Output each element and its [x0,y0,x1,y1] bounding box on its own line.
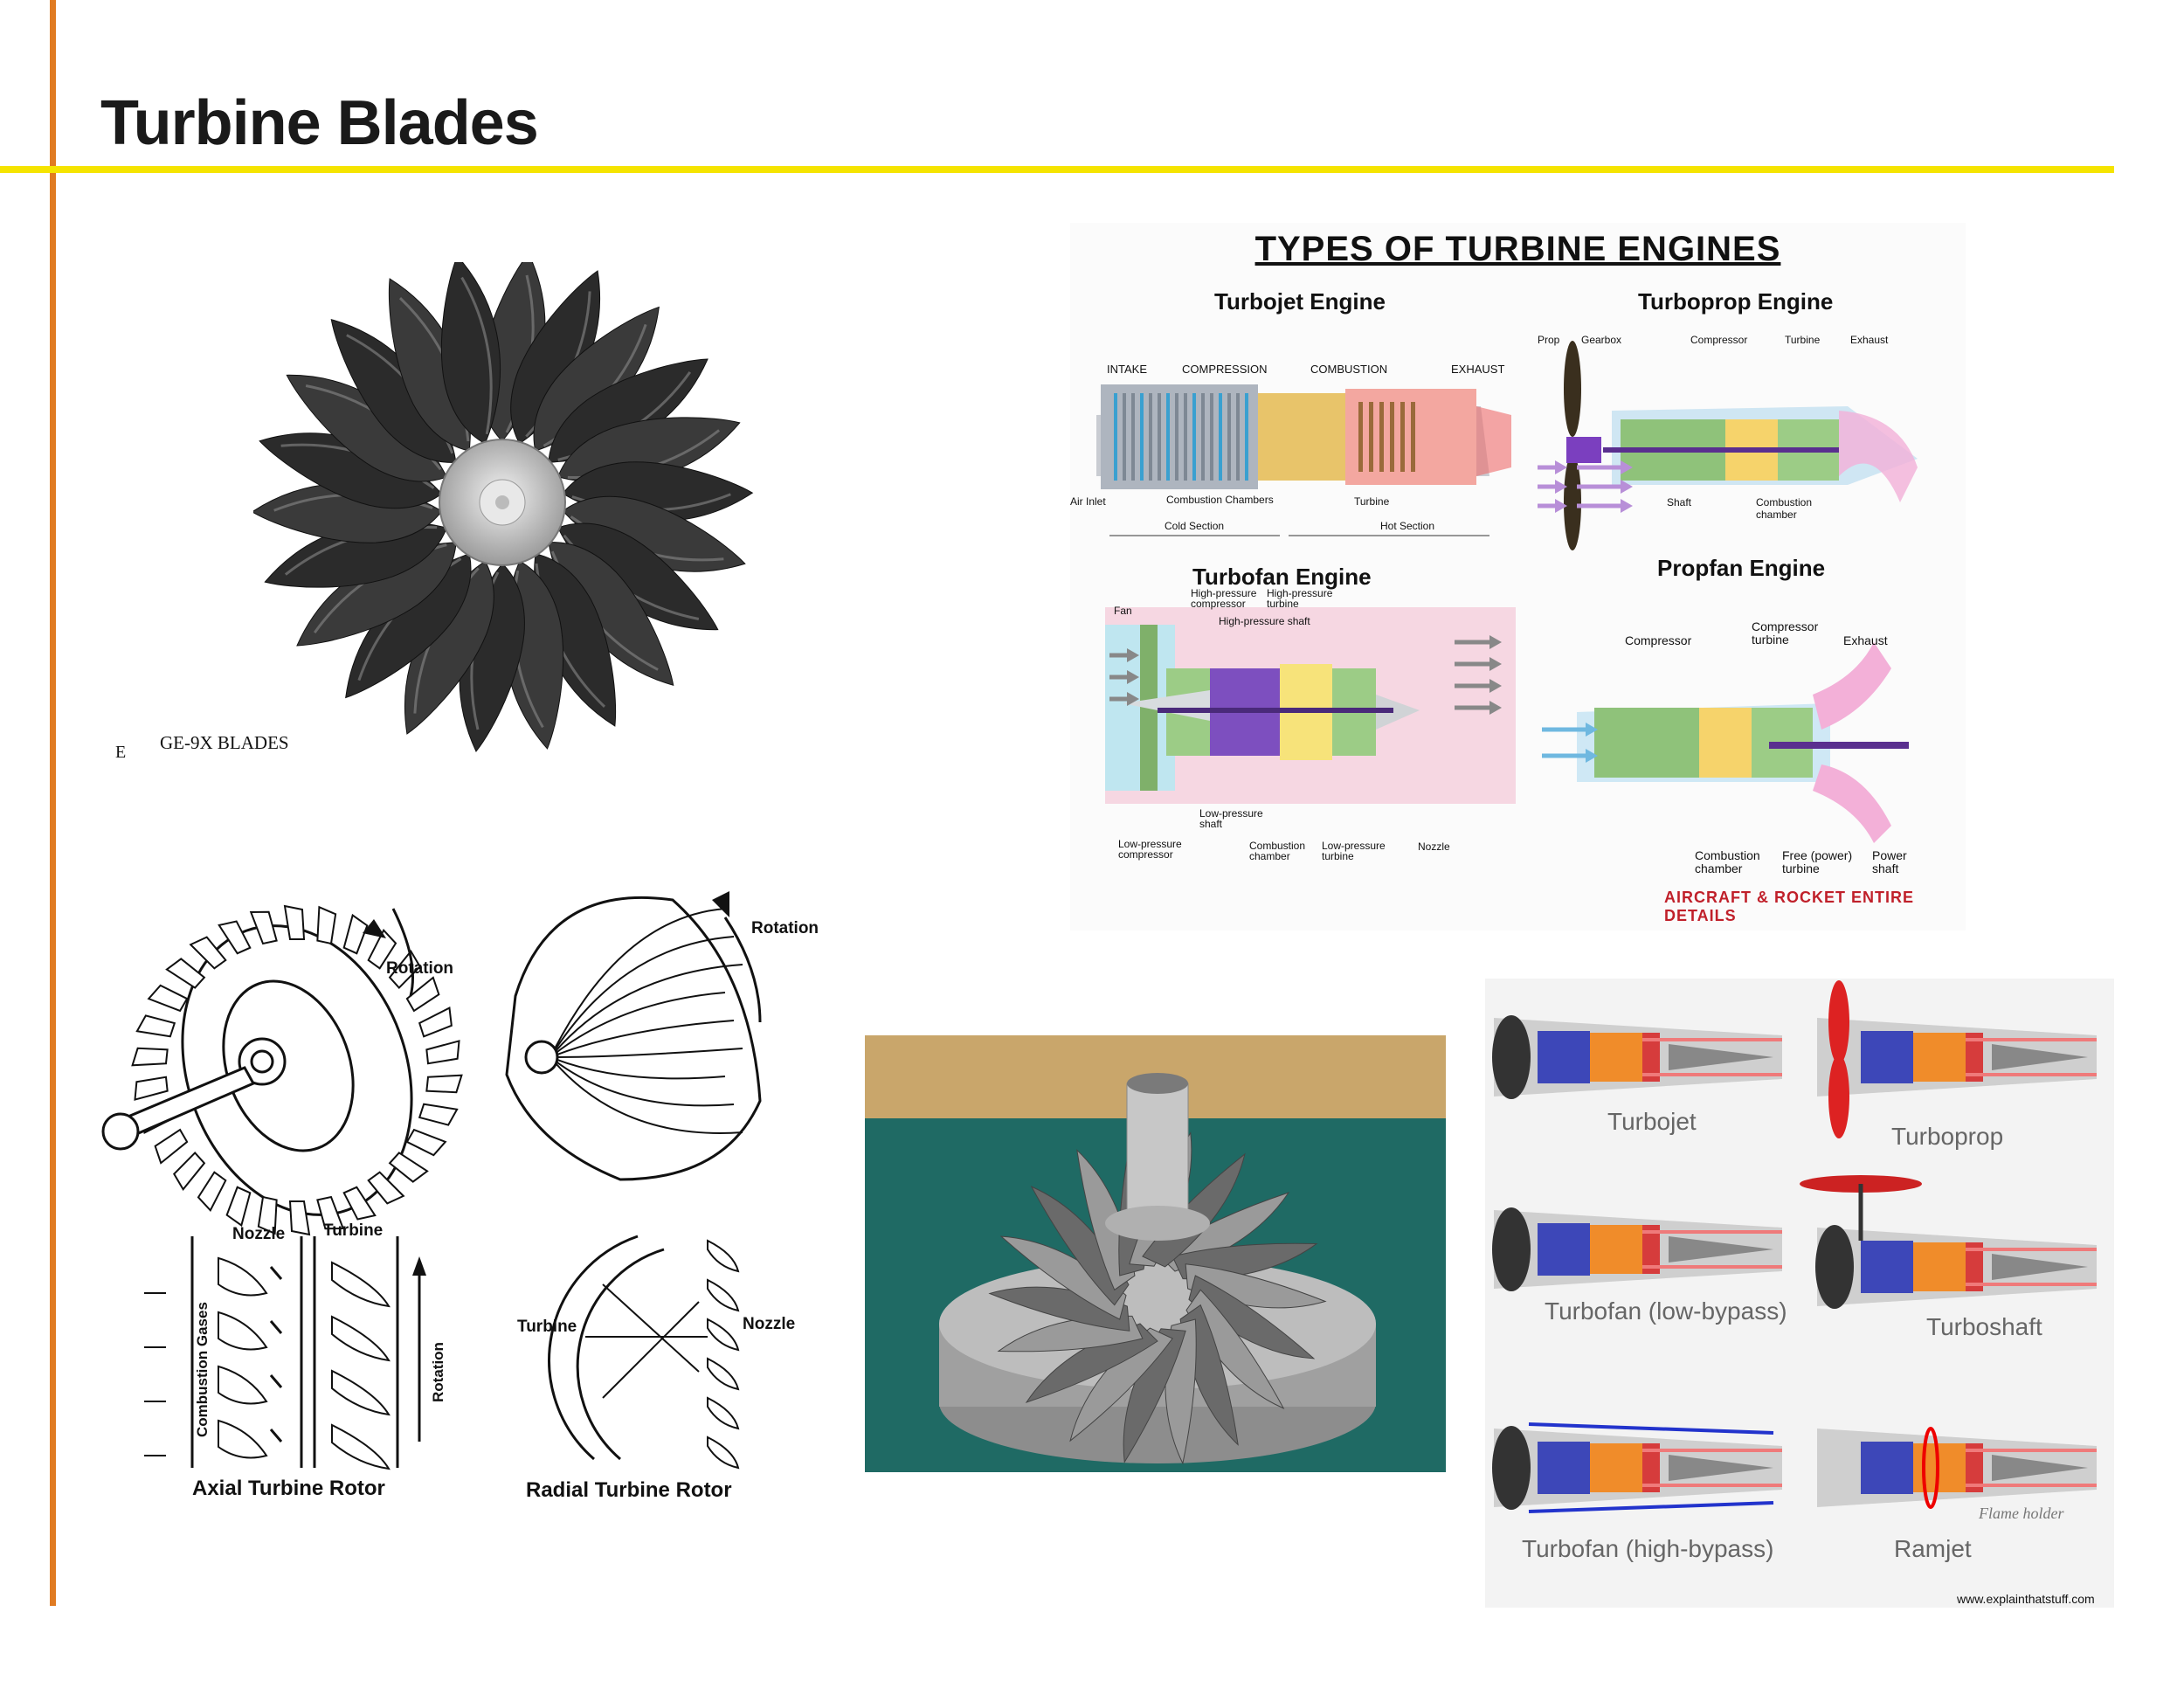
turbojet-title: Turbojet Engine [1214,288,1386,315]
fan-caption-letter: E [115,743,127,762]
combustion-gases-label: Combustion Gases [194,1302,211,1437]
turbojet-label-cold-section: Cold Section [1165,520,1225,532]
turboprop-label-combustion-chamber: Combustion chamber [1756,496,1813,521]
turbojet-label-hot-section: Hot Section [1380,520,1435,532]
engine-types-diagram: TYPES OF TURBINE ENGINES Turbojet Engine… [1070,223,1966,930]
turboprop-label-prop: Prop [1538,334,1560,346]
axial-rotation-label: Rotation [386,959,454,978]
turboprop-diagram [1538,341,1918,550]
axial-caption: Axial Turbine Rotor [192,1477,385,1500]
flame-holder-label: Flame holder [1979,1505,2064,1522]
explain-turboprop-label: Turboprop [1891,1123,2004,1150]
turboprop-label-turbine: Turbine [1785,334,1821,346]
fan-blades-photo [251,253,778,760]
radial-rotation-label: Rotation [751,919,819,937]
turbofan-label-hp-shaft: High-pressure shaft [1219,615,1310,627]
propfan-title: Propfan Engine [1657,555,1826,581]
radial-turbine-label: Turbine [517,1318,577,1336]
turbojet-label-combustion: COMBUSTION [1310,363,1388,376]
turbofan-label-fan: Fan [1114,605,1132,617]
source-credit: www.explainthatstuff.com [1957,1592,2095,1606]
turbofan-title: Turbofan Engine [1192,564,1372,590]
rotation-vertical-label: Rotation [430,1342,446,1402]
fan-blades-group [251,253,754,752]
explain-turbofan-high-label: Turbofan (high-bypass) [1522,1535,1774,1562]
turboprop-label-exhaust: Exhaust [1850,334,1889,346]
explain-ramjet-label: Ramjet [1894,1535,1972,1562]
turbofan-label-combustion-chamber: Combustion chamber [1249,840,1306,862]
turbofan-label-lp-compressor: Low-pressure compressor [1118,838,1182,861]
turbojet-label-combustion-chambers: Combustion Chambers [1166,494,1274,506]
propfan-label-free-turbine: Free (power) turbine [1782,848,1853,875]
propfan-label-power-shaft: Power shaft [1872,848,1907,875]
turboprop-label-shaft: Shaft [1667,496,1692,508]
axial-nozzle-label: Nozzle [232,1225,286,1243]
turbofan-label-hp-turbine: High-pressure turbine [1267,587,1333,610]
turbojet-label-turbine: Turbine [1354,495,1390,508]
turbojet-label-air-inlet: Air Inlet [1070,495,1106,508]
axial-turbine-label: Turbine [323,1221,384,1240]
explain-turbofan-low-label: Turbofan (low-bypass) [1545,1297,1787,1325]
engine-comparison-panel: Turbojet Turboprop Turbofan (low-bypass)… [1485,979,2114,1608]
explain-turboshaft-label: Turboshaft [1926,1313,2042,1340]
radial-caption: Radial Turbine Rotor [526,1478,732,1502]
propfan-diagram [1542,642,1909,843]
turboprop-title: Turboprop Engine [1638,288,1834,315]
turboprop-label-compressor: Compressor [1690,334,1748,346]
turbine-wheel-photo [865,1035,1446,1472]
turbofan-label-hp-compressor: High-pressure compressor [1191,587,1257,610]
turbofan-label-nozzle: Nozzle [1418,841,1450,853]
turbofan-label-lp-turbine: Low-pressure turbine [1322,840,1386,862]
propfan-label-compressor: Compressor [1625,633,1692,647]
title-underline-rule [0,166,2114,173]
propfan-label-compressor-turbine: Compressor turbine [1752,619,1819,647]
turbojet-label-compression: COMPRESSION [1182,363,1268,376]
explain-turbojet-label: Turbojet [1607,1108,1697,1135]
turbojet-diagram [1096,384,1511,536]
turboprop-label-gearbox: Gearbox [1581,334,1622,346]
rotor-line-drawings: Rotation Rotation Nozzle Turbine Combust… [96,865,839,1520]
turbojet-label-intake: INTAKE [1107,363,1147,376]
fan-caption: GE-9X BLADES [160,732,289,753]
propfan-label-exhaust: Exhaust [1843,633,1888,647]
turbofan-diagram [1105,607,1516,804]
turbojet-label-exhaust: EXHAUST [1451,363,1505,376]
radial-nozzle-label: Nozzle [743,1315,796,1333]
turbofan-label-lp-shaft: Low-pressure shaft [1199,807,1263,830]
engine-types-heading: TYPES OF TURBINE ENGINES [1254,230,1781,268]
engine-types-footer: AIRCRAFT & ROCKET ENTIRE DETAILS [1664,889,1914,924]
propfan-label-combustion-chamber: Combustion chamber [1695,848,1760,875]
page-title: Turbine Blades [100,88,539,158]
left-accent-rule [50,0,56,1606]
